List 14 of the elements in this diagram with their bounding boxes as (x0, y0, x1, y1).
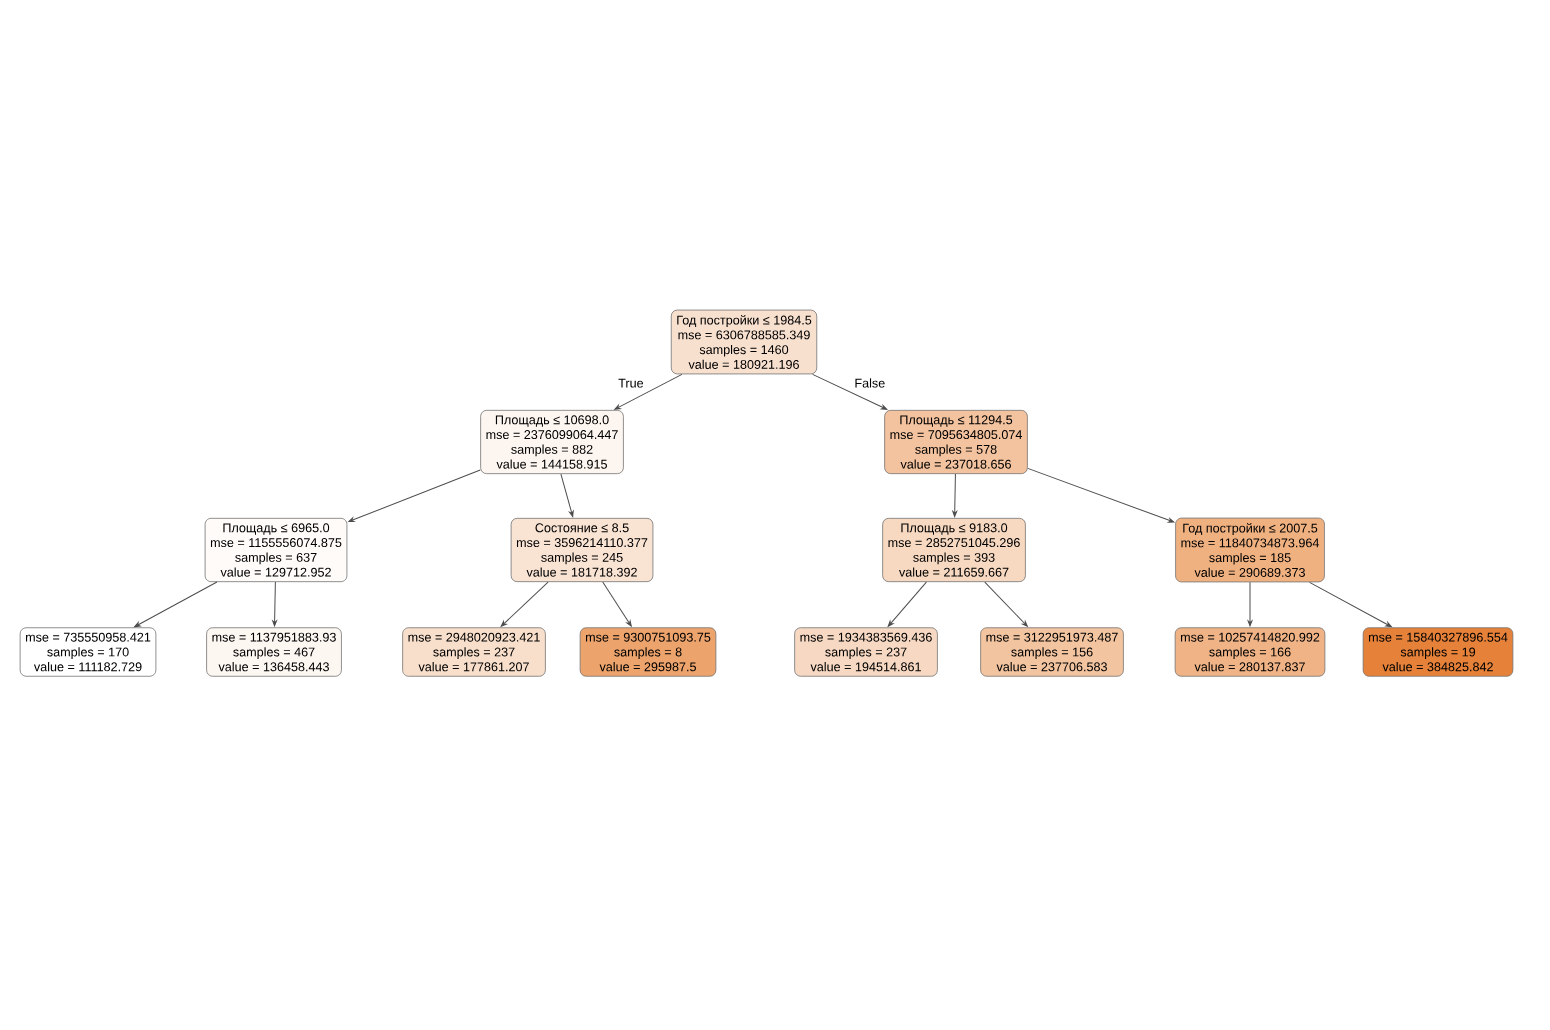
arrow (134, 581, 218, 628)
arrow (887, 581, 927, 627)
arrow (272, 581, 277, 627)
arrow (1027, 467, 1175, 523)
arrow (500, 581, 549, 627)
arrow (952, 473, 958, 517)
arrow (1309, 581, 1392, 628)
arrow (348, 469, 481, 523)
arrow (560, 473, 574, 518)
arrow (812, 373, 888, 410)
arrow (602, 581, 632, 627)
arrow (984, 581, 1028, 627)
arrow (614, 373, 683, 410)
arrow (1247, 581, 1253, 627)
